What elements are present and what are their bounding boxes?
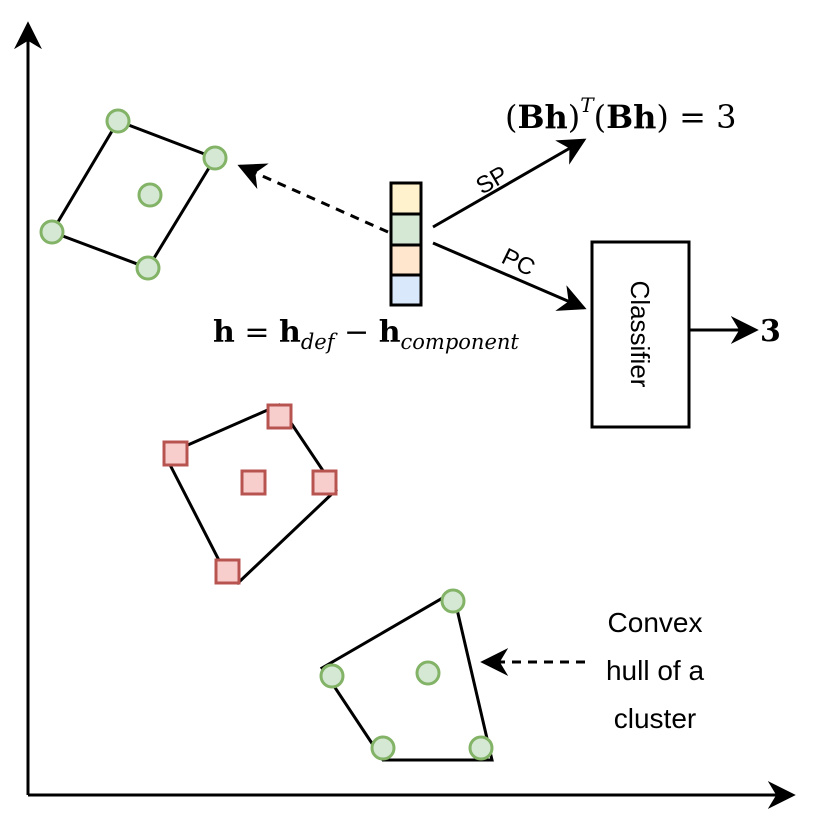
- point: [415, 660, 441, 686]
- sp-label: SP: [472, 161, 513, 200]
- point: [214, 558, 241, 585]
- point: [468, 735, 494, 761]
- cluster-green-bottom: [319, 588, 494, 762]
- pc-arrow: [432, 241, 587, 311]
- convex-hull: [162, 403, 338, 586]
- sp-formula: (Bh)T(Bh) = 3: [505, 93, 736, 136]
- cluster-red: [162, 403, 338, 586]
- point: [39, 219, 65, 245]
- cluster-green-top: [39, 108, 228, 281]
- vector-cell-blue: [389, 273, 423, 307]
- dashed-arrow-to-cluster: [237, 163, 389, 234]
- point: [105, 108, 131, 134]
- point: [135, 255, 161, 281]
- point: [202, 145, 228, 171]
- point: [319, 663, 345, 689]
- point: [240, 469, 267, 496]
- annotation-line-3: cluster: [614, 703, 696, 734]
- point: [370, 735, 396, 761]
- annotation-line-2: hull of a: [606, 655, 704, 686]
- embedding-vector: [389, 181, 423, 307]
- pc-label: PC: [497, 243, 539, 282]
- classifier-box: [590, 240, 691, 429]
- annotation-line-1: Convex: [608, 607, 703, 638]
- vector-cell-green: [389, 212, 423, 247]
- h-formula: h = hdef − hcomponent: [213, 315, 519, 354]
- classifier-output: 3: [760, 314, 781, 349]
- classifier-label: Classifier: [625, 281, 655, 388]
- point: [162, 440, 189, 467]
- convex-hull: [319, 589, 494, 762]
- convex-hull: [49, 119, 218, 270]
- point: [311, 469, 338, 496]
- point: [440, 588, 466, 614]
- vector-cell-orange: [389, 243, 423, 277]
- point: [137, 182, 163, 208]
- sp-arrow: [432, 138, 587, 229]
- vector-cell-yellow: [389, 181, 423, 216]
- point: [266, 403, 293, 430]
